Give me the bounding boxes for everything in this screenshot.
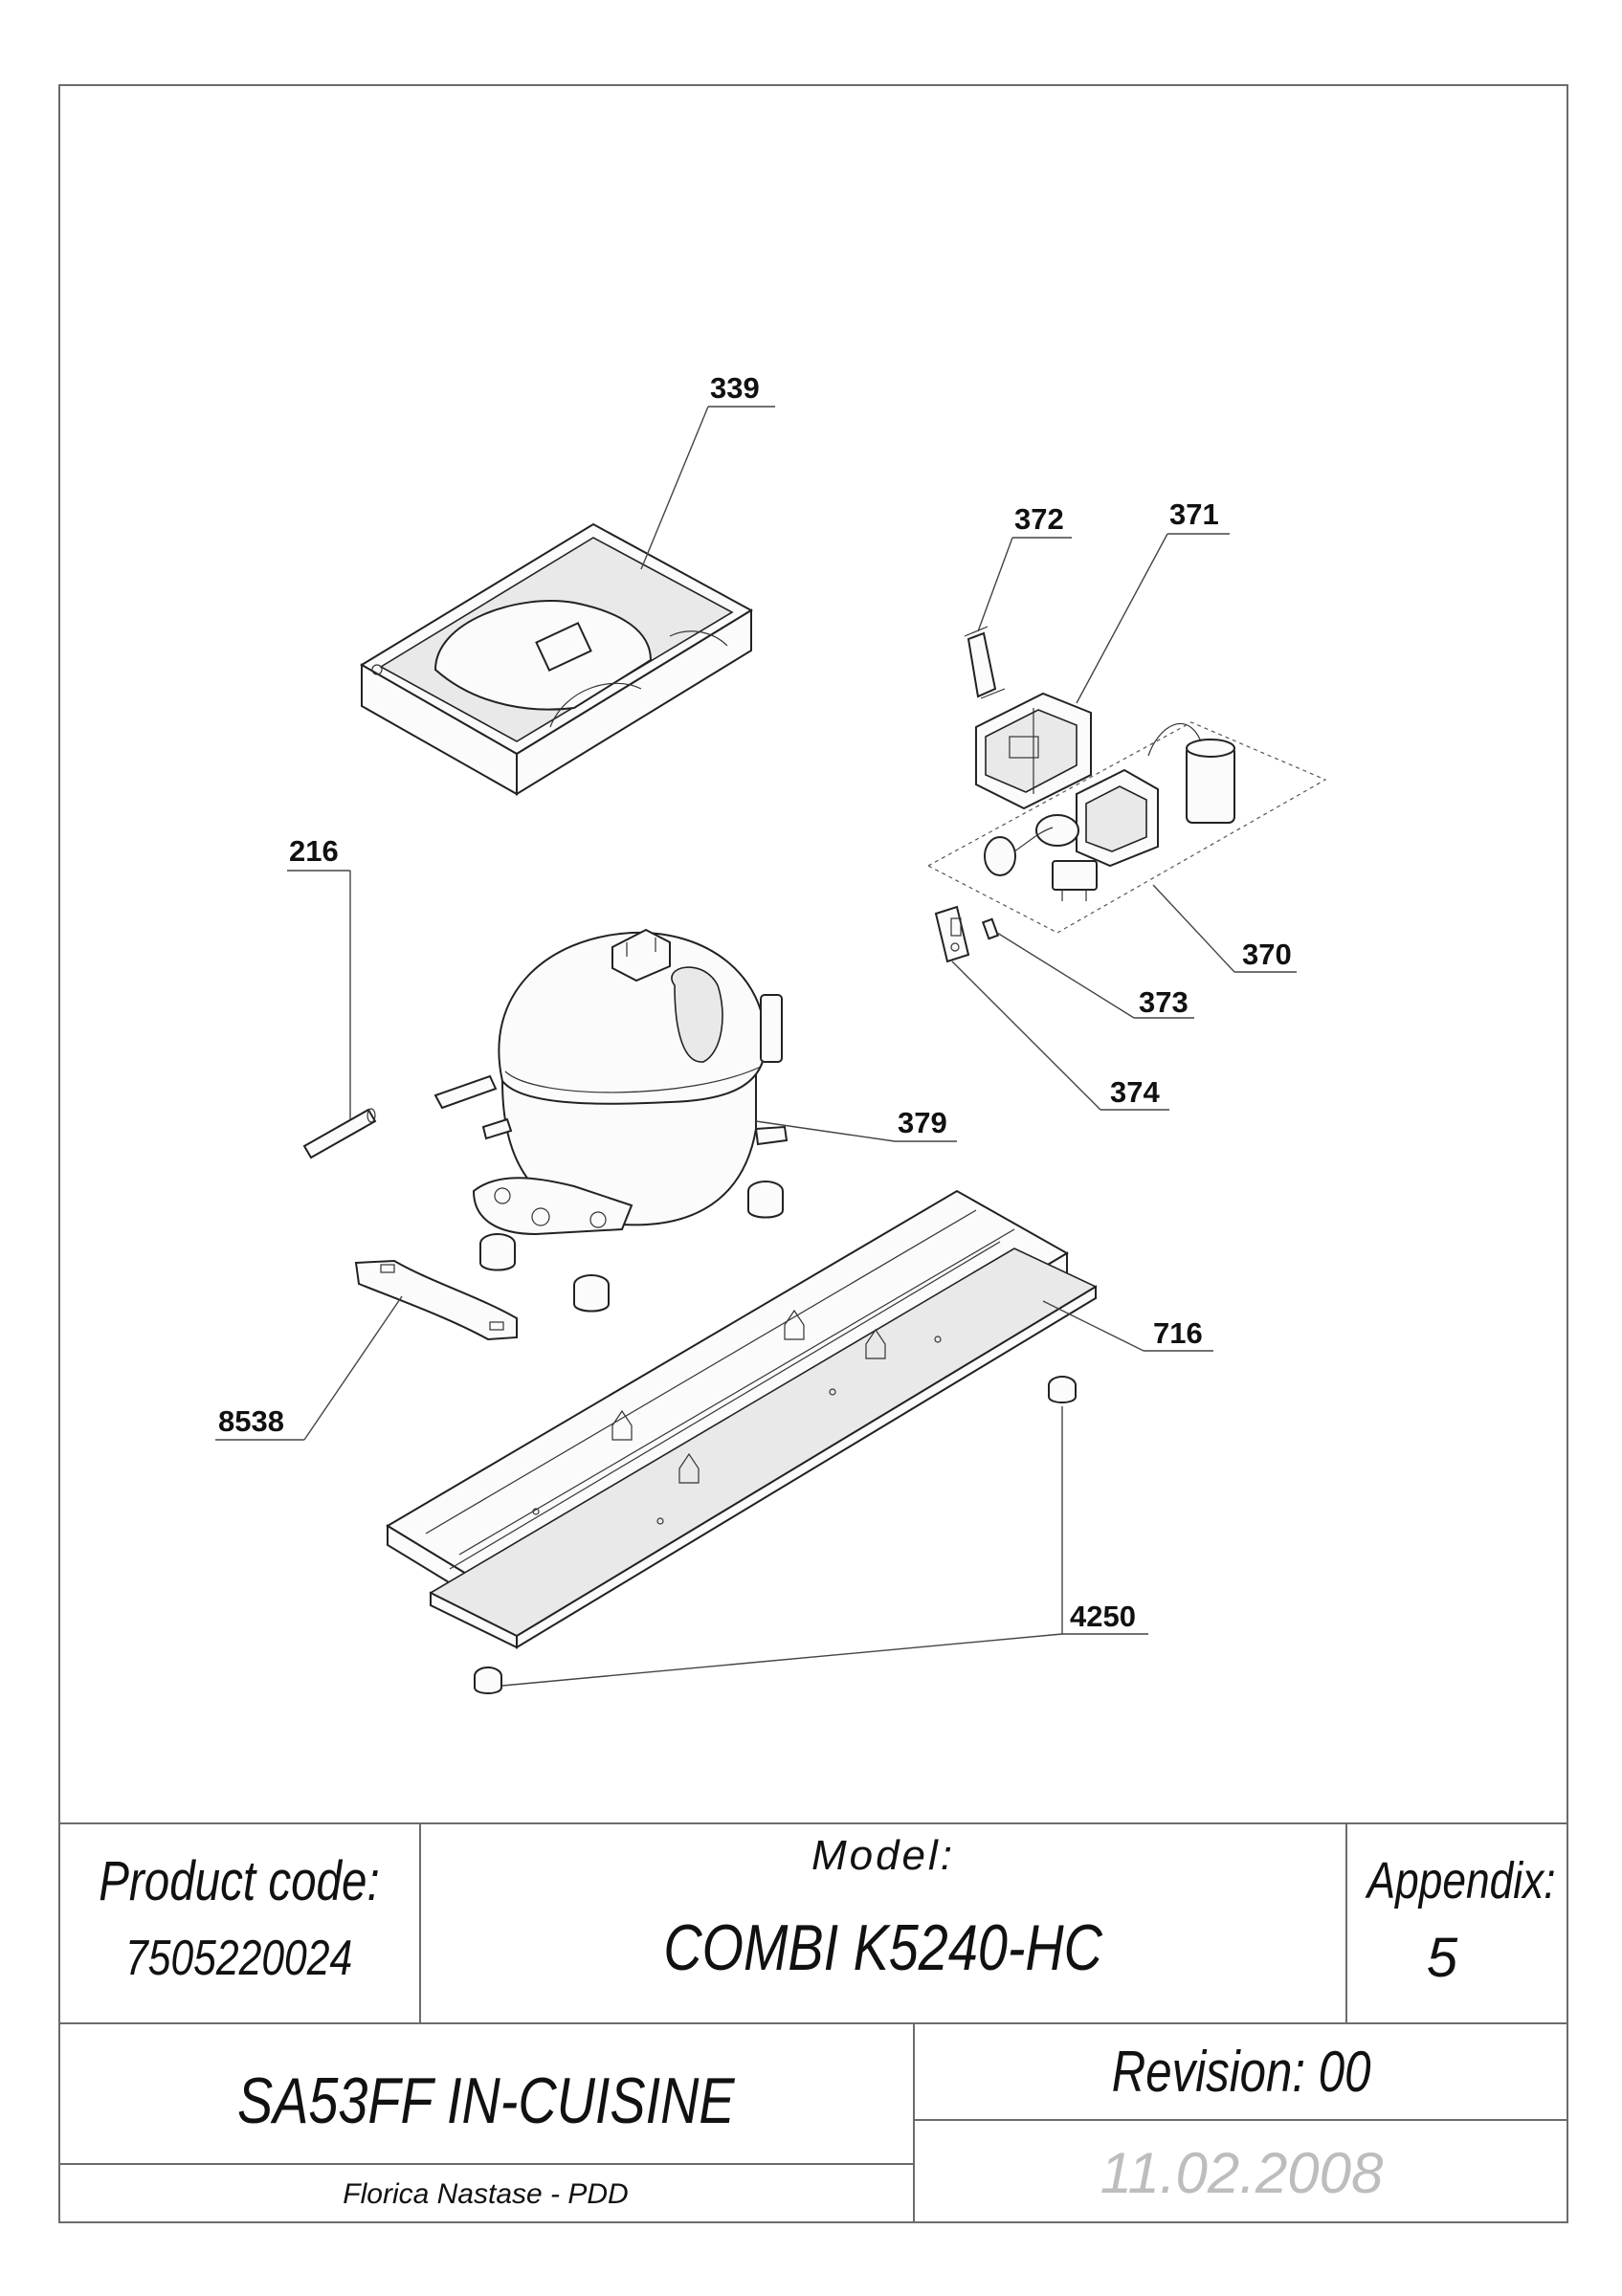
part-716-base-rails — [386, 1189, 1098, 1649]
callout-716: 716 — [1153, 1316, 1203, 1350]
callout-379: 379 — [898, 1106, 947, 1139]
part-216-tube — [302, 1108, 377, 1159]
part-372-clip — [964, 626, 1006, 699]
callout-370: 370 — [1242, 938, 1292, 971]
model-cell: Model: COMBI K5240-HC — [420, 1822, 1346, 2023]
author-name: Florica Nastase - PDD — [343, 2178, 629, 2210]
part-4250-feet — [474, 1376, 1077, 1694]
callout-372: 372 — [1014, 502, 1064, 536]
product-code-value: 7505220024 — [125, 1931, 353, 1986]
revision-value: Revision: 00 — [1112, 2040, 1371, 2104]
revision-cell: Revision: 00 — [915, 2023, 1568, 2119]
leader-373 — [996, 932, 1135, 1019]
grommets — [479, 1181, 784, 1313]
leader-8538 — [303, 1295, 403, 1441]
appendix-value: 5 — [1426, 1927, 1458, 1989]
leader-379 — [755, 1120, 896, 1142]
leader-371 — [1076, 533, 1168, 704]
appendix-cell: Appendix: 5 — [1346, 1822, 1568, 2023]
part-373-screw — [981, 917, 1000, 940]
part-379-compressor — [433, 928, 789, 1236]
drawing-frame — [58, 84, 1568, 2223]
leader-339 — [640, 406, 709, 570]
date-cell: 11.02.2008 — [915, 2121, 1568, 2223]
part-370-relay-assembly — [926, 721, 1327, 934]
leader-372 — [977, 537, 1013, 632]
callout-8538: 8538 — [218, 1404, 284, 1438]
leader-370 — [1152, 884, 1235, 973]
leader-374 — [951, 960, 1101, 1111]
callout-4250: 4250 — [1070, 1600, 1136, 1633]
part-8538-plate — [354, 1259, 518, 1341]
product-code-label: Product code: — [99, 1850, 380, 1912]
part-339-cover-tray — [360, 522, 753, 796]
callout-339: 339 — [710, 371, 760, 405]
title-block: Product code: 7505220024 Model: COMBI K5… — [58, 1822, 1568, 2223]
assembly-name: SA53FF IN-CUISINE — [236, 2064, 735, 2137]
leader-4250-b — [501, 1633, 1063, 1687]
model-value: COMBI K5240-HC — [663, 1911, 1103, 1984]
callout-374: 374 — [1110, 1075, 1160, 1109]
callout-371: 371 — [1169, 497, 1219, 531]
part-374-bracket — [934, 905, 970, 963]
assembly-cell: SA53FF IN-CUISINE — [58, 2023, 913, 2163]
appendix-label: Appendix: — [1366, 1852, 1556, 1910]
author-cell: Florica Nastase - PDD — [58, 2165, 913, 2223]
leader-716 — [1042, 1300, 1144, 1352]
callout-216: 216 — [289, 834, 339, 868]
product-code-cell: Product code: 7505220024 — [58, 1822, 420, 2023]
date-value: 11.02.2008 — [1100, 2141, 1384, 2205]
callout-373: 373 — [1139, 985, 1189, 1019]
model-label: Model: — [811, 1832, 956, 1879]
part-371-relay-cover — [975, 692, 1092, 810]
